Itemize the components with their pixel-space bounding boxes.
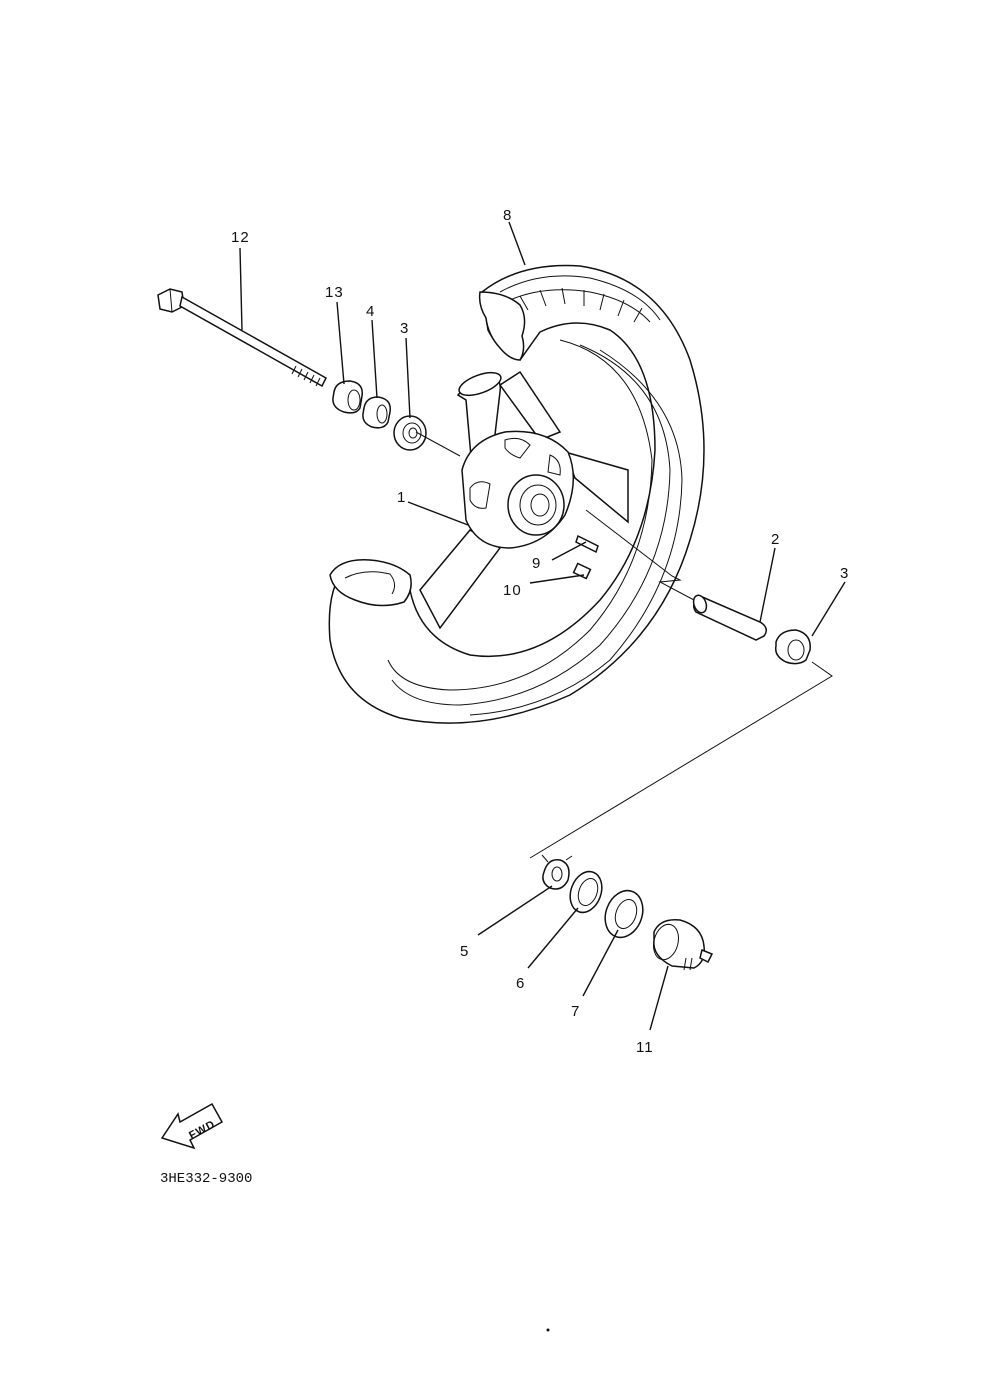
gear-unit-part-11: [653, 919, 714, 971]
callout-13: 13: [325, 284, 344, 301]
collar-part-13: [332, 380, 363, 414]
wheel-assembly: [328, 264, 705, 724]
callout-7: 7: [571, 1003, 580, 1020]
callout-5: 5: [460, 943, 469, 960]
page-dot: [546, 1328, 550, 1332]
callout-6: 6: [516, 975, 525, 992]
callout-3-left: 3: [400, 320, 409, 337]
bearing-part-3-right: [774, 629, 811, 665]
callout-8: 8: [503, 207, 512, 224]
callout-1: 1: [397, 489, 406, 506]
callout-3-right: 3: [840, 565, 849, 582]
oil-seal-part-6: [569, 870, 603, 914]
fwd-arrow-icon: FWD: [160, 1102, 224, 1150]
bearing-part-7: [604, 889, 644, 939]
leader-lines: [239, 221, 846, 1031]
callout-11: 11: [636, 1039, 654, 1056]
callout-10: 10: [503, 582, 522, 599]
clip-part-5: [541, 854, 573, 890]
bearing-part-3-left: [393, 415, 427, 451]
callout-labels: 12 13 4 3 8 1 9 10 2 3 5 6 7 11: [231, 207, 849, 1056]
collar-part-2: [692, 594, 767, 641]
callout-12: 12: [231, 229, 250, 246]
axle-bolt-part-12: [157, 288, 327, 388]
callout-4: 4: [366, 303, 375, 320]
spacer-part-4: [362, 396, 391, 429]
callout-9: 9: [532, 555, 541, 572]
callout-2: 2: [771, 531, 780, 548]
diagram-code: 3HE332-9300: [160, 1171, 252, 1187]
